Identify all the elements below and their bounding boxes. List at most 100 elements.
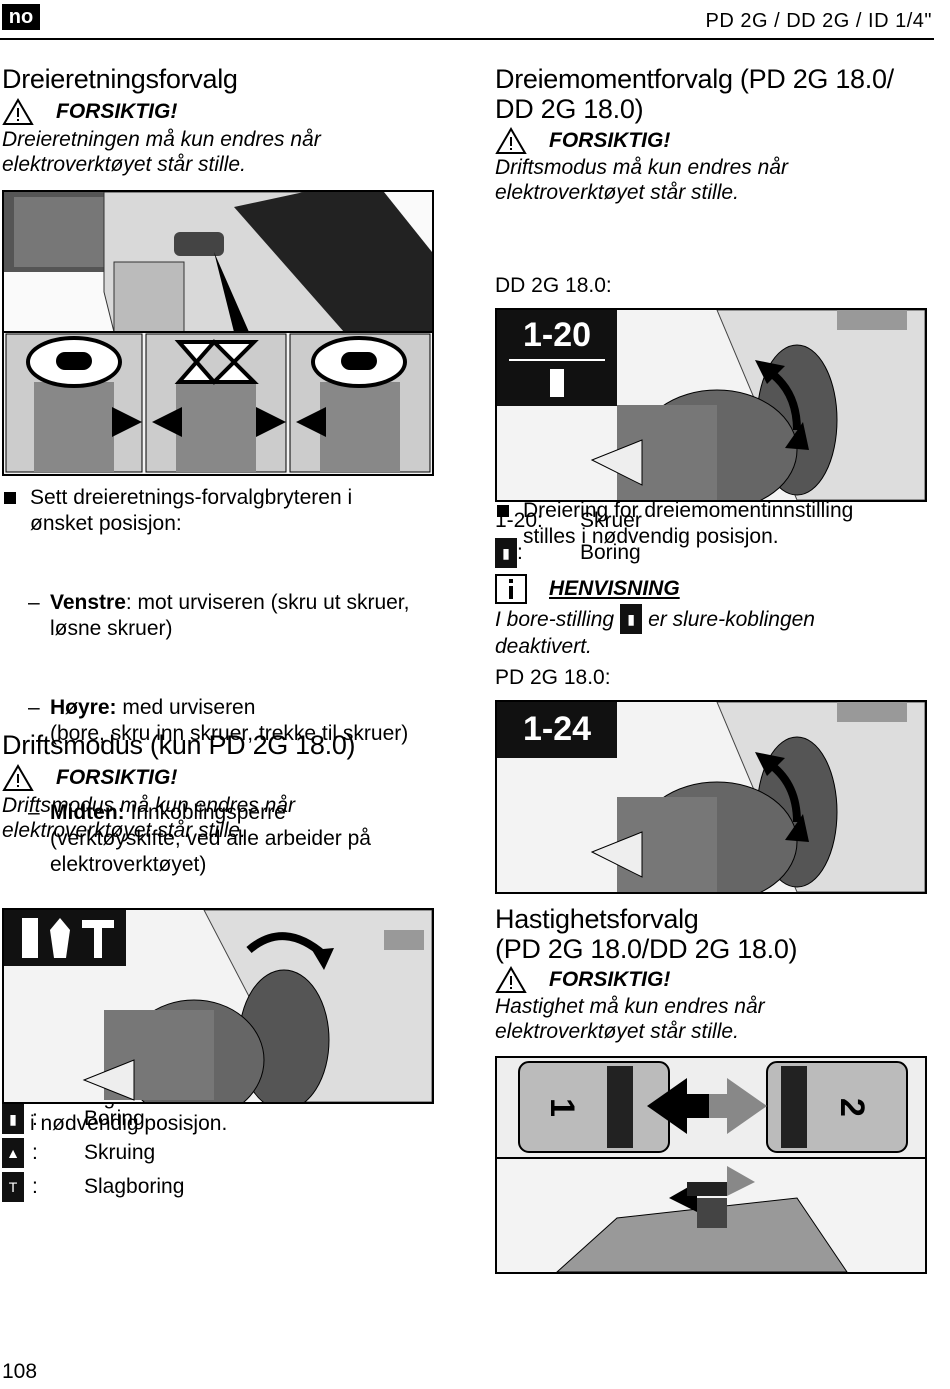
- drill-torque-ring-illustration: [590, 702, 925, 892]
- warning-triangle-icon: [495, 127, 527, 154]
- dash-item-middle: –Midten: Innkoblingsperre (verktøyskifte…: [2, 800, 950, 878]
- legend-row-drilling: ▮ : Boring: [495, 537, 642, 569]
- drill-bit-icon: ▮: [2, 1104, 24, 1134]
- dash-item-label: Midten:: [50, 801, 125, 824]
- legend-row-screws: 1-20: Skruer: [495, 505, 642, 537]
- warning-text-line: elektroverktøyet står stille.: [2, 819, 246, 842]
- bullet-text: stilles i nødvendig posisjon.: [523, 525, 779, 548]
- dash-item-text: elektroverktøyet): [50, 853, 207, 876]
- legend-row-hammer: T : Slagboring: [2, 1170, 184, 1204]
- dd-torque-figure: 1-20: [495, 308, 927, 502]
- warning-heading: FORSIKTIG!: [2, 764, 177, 792]
- speed-selector-figure: 1 2: [495, 1056, 927, 1274]
- legend-sep: :: [32, 1141, 38, 1164]
- warning-text: Dreieretningen må kun endres når elektro…: [2, 127, 321, 177]
- dash-item-left: –Venstre: mot urviseren (skru ut skruer,…: [2, 590, 950, 642]
- bullet-text: Sett dreieretnings-forvalgbryteren i: [30, 486, 353, 509]
- drill-rotation-illustration: [4, 192, 432, 473]
- legend-text: Boring: [580, 541, 641, 564]
- range-label: 1-24: [522, 710, 592, 748]
- dash-item-text: med urviseren: [116, 696, 256, 719]
- section-title-operating-mode: Driftsmodus (kun PD 2G 18.0): [2, 730, 356, 760]
- warning-text-line: elektroverktøyet står stille.: [495, 1020, 739, 1043]
- warning-text: Driftsmodus må kun endres når elektrover…: [495, 155, 788, 205]
- section-title-line: DD 2G 18.0): [495, 94, 644, 124]
- drill-mode-ring-illustration: [4, 910, 432, 1102]
- warning-text: Hastighet må kun endres når elektroverkt…: [495, 994, 765, 1044]
- pd-torque-figure: 1-24: [495, 700, 927, 894]
- legend-sep: :: [32, 1107, 38, 1130]
- warning-text-line: elektroverktøyet står stille.: [495, 181, 739, 204]
- legend-text: Skruer: [580, 509, 642, 532]
- warning-text-line: elektroverktøyet står stille.: [2, 153, 246, 176]
- note-text-line: I bore-stilling: [495, 607, 615, 631]
- warning-label: FORSIKTIG!: [56, 100, 178, 123]
- gear-2-label: 2: [832, 1098, 871, 1117]
- warning-label: FORSIKTIG!: [549, 129, 671, 152]
- language-tab: no: [2, 4, 40, 30]
- page-number: 108: [2, 1360, 38, 1383]
- section-title-line: (PD 2G 18.0/DD 2G 18.0): [495, 934, 798, 964]
- dash-item-label: Høyre:: [50, 696, 117, 719]
- dash-item-text: løsne skruer): [50, 617, 173, 640]
- torque-legend: 1-20: Skruer ▮ : Boring: [495, 505, 642, 569]
- info-icon: [495, 574, 527, 604]
- screw-icon: ▲: [2, 1138, 24, 1168]
- legend-text: Skruing: [84, 1141, 156, 1164]
- section-title-rotation: Dreieretningsforvalg: [2, 64, 238, 94]
- warning-text-line: Driftsmodus må kun endres når: [495, 156, 788, 179]
- legend-sep: :: [32, 1175, 38, 1198]
- drill-bit-icon: [550, 369, 564, 397]
- section-title-line: Hastighetsforvalg: [495, 904, 699, 934]
- bullet-text: Dreiering for dreiemomentinnstilling: [523, 499, 854, 522]
- gear-1-label: 1: [542, 1098, 581, 1117]
- hammer-icon: T: [2, 1172, 24, 1202]
- legend-row-screwing: ▲ : Skruing: [2, 1136, 184, 1170]
- drill-bit-icon: ▮: [495, 538, 517, 568]
- warning-heading: FORSIKTIG!: [2, 98, 177, 126]
- dd-model-label: DD 2G 18.0:: [495, 274, 612, 297]
- operating-mode-figure: [2, 908, 434, 1104]
- bullet-item: Dreiering for dreiemomentinnstilling sti…: [495, 498, 950, 550]
- warning-heading: FORSIKTIG!: [495, 966, 670, 994]
- legend-text: Boring: [84, 1107, 145, 1130]
- pd-model-label: PD 2G 18.0:: [495, 666, 611, 689]
- drill-bit-icon: ▮: [620, 604, 643, 634]
- gear-switch-illustration: [497, 1058, 925, 1272]
- warning-text: Driftsmodus må kun endres når elektrover…: [2, 793, 295, 843]
- drill-torque-ring-illustration: [590, 310, 925, 500]
- warning-heading: FORSIKTIG!: [495, 127, 670, 155]
- section-title-torque: Dreiemomentforvalg (PD 2G 18.0/ DD 2G 18…: [495, 64, 894, 124]
- note-text-line: er slure-koblingen: [648, 607, 815, 631]
- legend-row-drilling: ▮ : Boring: [2, 1102, 184, 1136]
- dash-item-text: (bore, skru inn skruer, trekke til skrue…: [50, 722, 409, 745]
- note-heading: HENVISNING: [495, 574, 680, 604]
- section-title-line: Dreiemomentforvalg (PD 2G 18.0/: [495, 64, 894, 94]
- document-title: PD 2G / DD 2G / ID 1/4": [705, 10, 932, 32]
- warning-text-line: Dreieretningen må kun endres når: [2, 128, 321, 151]
- warning-triangle-icon: [2, 764, 34, 791]
- legend-key: :: [517, 541, 523, 564]
- warning-triangle-icon: [495, 966, 527, 993]
- warning-text-line: Hastighet må kun endres når: [495, 995, 765, 1018]
- legend-text: Slagboring: [84, 1175, 185, 1198]
- header-rule: [0, 38, 934, 40]
- warning-label: FORSIKTIG!: [56, 766, 178, 789]
- bullet-text: i nødvendig posisjon.: [30, 1112, 228, 1135]
- bullet-text: ønsket posisjon:: [30, 512, 182, 535]
- note-text-line: deaktivert.: [495, 635, 592, 658]
- dash-item-text: Innkoblingsperre: [124, 801, 286, 824]
- dash-item-text: : mot urviseren (skru ut skruer,: [125, 591, 410, 614]
- dash-item-label: Venstre: [50, 591, 126, 614]
- range-label: 1-20: [522, 316, 592, 354]
- rotation-switch-figure: [2, 190, 434, 476]
- bullet-item: Sett dreieretnings-forvalgbryteren i øns…: [2, 485, 950, 537]
- warning-label: FORSIKTIG!: [549, 968, 671, 991]
- legend-key: 1-20:: [495, 509, 543, 532]
- dash-item-text: (verktøyskifte, ved alle arbeider på: [50, 827, 371, 850]
- section-title-speed: Hastighetsforvalg (PD 2G 18.0/DD 2G 18.0…: [495, 904, 798, 964]
- note-text: I bore-stilling ▮ er slure-koblingen dea…: [495, 604, 815, 659]
- range-label-box: 1-20: [497, 310, 617, 406]
- dash-item-right: –Høyre: med urviseren (bore, skru inn sk…: [2, 695, 950, 747]
- mode-legend: ▮ : Boring ▲ : Skruing T : Slagboring: [2, 1102, 184, 1204]
